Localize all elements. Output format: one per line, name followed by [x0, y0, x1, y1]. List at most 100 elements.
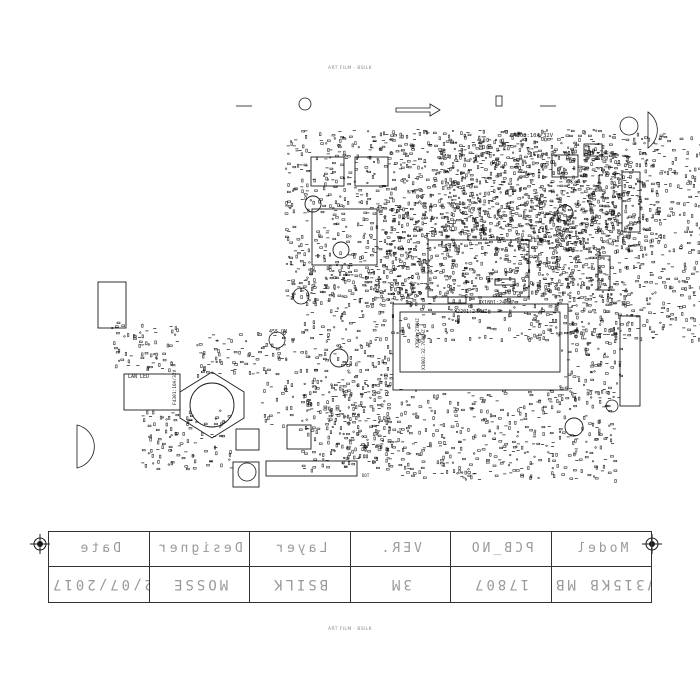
smd-pad — [498, 278, 502, 281]
smd-pad — [409, 432, 413, 435]
refdes-mark: ▬▬ — [536, 401, 540, 404]
smd-pad — [509, 309, 512, 314]
smd-pad — [469, 297, 472, 301]
smd-pad — [498, 294, 503, 297]
smd-pad — [486, 326, 491, 329]
smd-pad — [562, 271, 566, 274]
refdes-mark: ▬▬ — [575, 242, 579, 245]
refdes-mark: ▬▬ — [293, 350, 297, 353]
smd-pad — [347, 414, 350, 419]
via-dot — [409, 250, 412, 254]
smd-pad — [407, 160, 411, 163]
smd-pad — [248, 371, 251, 375]
refdes-mark: ▬▬ — [341, 379, 345, 382]
smd-pad — [554, 162, 557, 167]
smd-pad — [441, 316, 446, 319]
smd-pad — [301, 464, 306, 467]
refdes-mark: ▬▬ — [422, 313, 426, 316]
smd-pad — [502, 177, 507, 180]
smd-pad — [554, 303, 557, 308]
smd-pad — [506, 233, 509, 237]
smd-pad — [585, 145, 589, 148]
refdes-mark: ▬▬ — [638, 148, 642, 151]
refdes-mark: ▬▬ — [366, 212, 370, 215]
smd-pad — [649, 326, 652, 331]
smd-pad — [340, 265, 343, 269]
smd-pad — [489, 222, 493, 225]
smd-pad — [312, 426, 316, 429]
smd-pad — [584, 378, 587, 383]
refdes-mark: ▬▬ — [471, 243, 475, 246]
via-dot — [168, 436, 172, 439]
smd-pad — [489, 241, 493, 244]
smd-pad — [339, 386, 342, 391]
smd-pad — [133, 337, 137, 340]
via-dot — [559, 430, 562, 434]
refdes-mark: ▬▬ — [661, 253, 665, 256]
via-dot — [516, 435, 519, 438]
refdes-mark: ▬▬ — [207, 363, 211, 366]
smd-pad — [377, 205, 382, 208]
smd-pad — [467, 428, 470, 432]
refdes-mark: ▬▬ — [629, 187, 633, 190]
smd-pad — [415, 302, 418, 307]
smd-pad — [623, 235, 627, 238]
smd-pad — [591, 267, 595, 270]
refdes-mark: ▬▬ — [550, 182, 554, 185]
smd-pad — [618, 197, 622, 200]
smd-pad — [436, 460, 439, 465]
via-dot — [569, 156, 572, 159]
smd-pad — [145, 341, 148, 346]
refdes-mark: ▬▬ — [583, 296, 587, 299]
via-dot — [587, 353, 590, 356]
refdes-mark: ▬▬ — [566, 279, 570, 282]
refdes-mark: ▬▬ — [472, 197, 476, 200]
smd-pad — [146, 410, 149, 415]
refdes-mark: ▬▬ — [462, 206, 466, 209]
smd-pad — [514, 212, 519, 215]
smd-pad — [509, 239, 512, 243]
smd-pad — [468, 305, 472, 308]
smd-pad — [469, 337, 472, 341]
refdes-mark: ▬▬ — [360, 297, 364, 300]
refdes-mark: ▬▬ — [421, 147, 425, 150]
smd-pad — [327, 333, 330, 337]
smd-pad — [422, 205, 426, 208]
smd-pad — [464, 211, 467, 215]
smd-pad — [162, 352, 166, 355]
via-dot — [632, 187, 635, 190]
smd-pad — [323, 357, 327, 360]
refdes-mark: ▬▬ — [423, 202, 427, 205]
refdes-mark: ▬▬ — [488, 272, 492, 275]
via-dot — [653, 203, 656, 207]
refdes-mark: ▬▬ — [218, 372, 222, 375]
refdes-mark: ▬▬ — [499, 432, 503, 435]
refdes-mark: ▬▬ — [682, 327, 686, 330]
smd-pad — [405, 267, 410, 270]
refdes-mark: ▬▬ — [296, 150, 300, 153]
refdes-mark: ▬▬ — [613, 428, 617, 431]
smd-pad — [353, 269, 358, 272]
smd-pad — [518, 176, 522, 179]
smd-pad — [478, 135, 481, 140]
smd-pad — [401, 134, 404, 139]
via-dot — [567, 293, 570, 296]
refdes-mark: ▬▬ — [447, 167, 451, 170]
smd-pad — [115, 325, 119, 328]
via-dot — [503, 147, 506, 150]
smd-pad — [407, 425, 412, 428]
refdes-mark: ▬▬ — [539, 221, 543, 224]
refdes-mark: ▬▬ — [592, 159, 596, 162]
smd-pad — [586, 391, 589, 396]
smd-pad — [527, 185, 531, 188]
smd-pad — [490, 161, 493, 166]
smd-pad — [370, 144, 373, 148]
via-dot — [465, 262, 468, 265]
smd-pad — [463, 282, 467, 285]
refdes-mark: ▬▬ — [354, 187, 358, 190]
smd-pad — [359, 369, 362, 373]
smd-pad — [561, 473, 565, 476]
smd-pad — [346, 382, 350, 385]
smd-pad — [608, 276, 611, 280]
via-dot — [433, 246, 436, 249]
